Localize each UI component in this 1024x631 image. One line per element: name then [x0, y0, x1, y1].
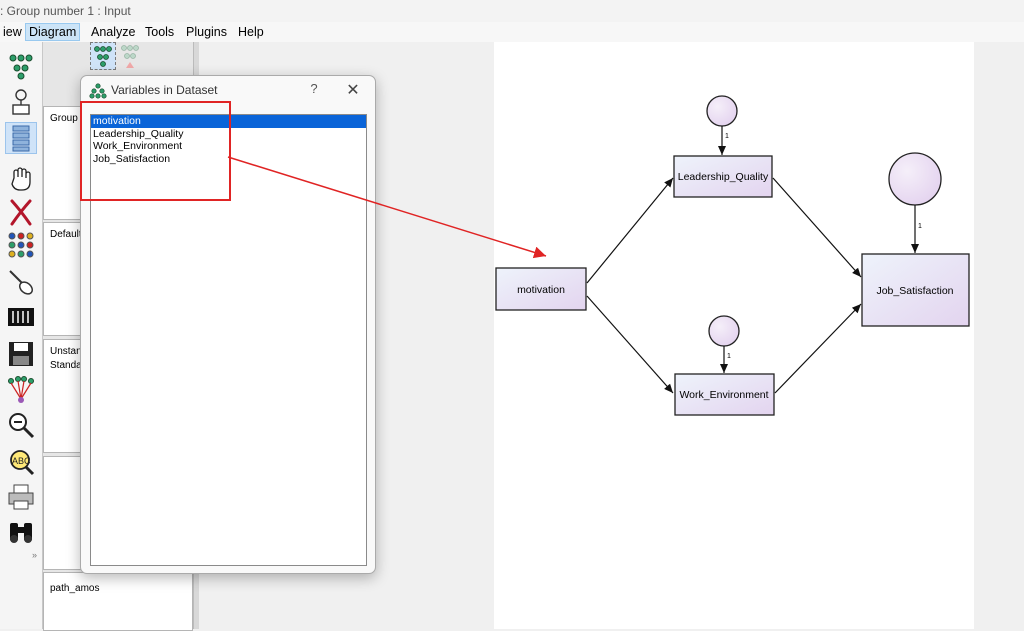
menu-view[interactable]: iew	[3, 25, 22, 39]
standardized-label: Standa	[50, 360, 82, 371]
error-work[interactable]	[708, 315, 740, 347]
binoculars-icon[interactable]	[6, 517, 36, 547]
toolbar-expand[interactable]: »	[32, 550, 38, 560]
menu-diagram[interactable]: Diagram	[25, 23, 81, 41]
path-work-job[interactable]	[774, 303, 862, 394]
list-item[interactable]: Work_Environment	[93, 140, 183, 152]
group-label: Group	[50, 113, 78, 124]
path-leadership-job[interactable]	[772, 177, 862, 278]
file-name-label: path_amos	[50, 583, 100, 594]
path-motivation-leadership[interactable]	[586, 177, 674, 284]
error-path-label-job: 1	[918, 223, 922, 230]
default-model-label: Default	[50, 229, 82, 240]
print-icon[interactable]	[6, 482, 36, 512]
highlight-box	[80, 101, 231, 201]
list-item[interactable]: motivation	[91, 115, 366, 128]
chart-icon[interactable]	[6, 302, 36, 332]
node-label-work-environment: Work_Environment	[679, 389, 768, 401]
node-leadership-quality[interactable]	[673, 155, 773, 198]
zoom-out-icon[interactable]	[6, 410, 36, 440]
secondary-icons	[86, 40, 146, 80]
save-icon[interactable]	[6, 339, 36, 369]
node-label-motivation: motivation	[517, 284, 565, 296]
latent-variable-icon[interactable]	[6, 87, 36, 117]
list-variables-disabled-icon[interactable]	[118, 42, 142, 68]
svg-text:ABC: ABC	[12, 456, 31, 466]
left-toolbar: ABC »	[0, 42, 43, 629]
menu-tools[interactable]: Tools	[145, 25, 175, 39]
help-button[interactable]: ?	[310, 81, 318, 96]
pointer-icon[interactable]	[6, 267, 36, 297]
menu-help[interactable]: Help	[238, 25, 264, 39]
error-leadership[interactable]	[706, 95, 738, 127]
path-motivation-work[interactable]	[586, 295, 674, 394]
node-job-satisfaction[interactable]	[861, 253, 970, 327]
observed-variables-icon[interactable]	[6, 50, 36, 80]
close-button[interactable]: ✕	[346, 82, 360, 99]
list-variables-secondary-icon[interactable]	[90, 42, 116, 70]
menu-plugins[interactable]: Plugins	[186, 25, 227, 39]
node-work-environment[interactable]	[674, 373, 775, 416]
unstandardized-label: Unstan	[50, 346, 82, 357]
erase-icon[interactable]	[6, 197, 36, 227]
node-label-leadership-quality: Leadership_Quality	[678, 171, 769, 183]
error-path-label-work: 1	[727, 353, 731, 360]
node-label-job-satisfaction: Job_Satisfaction	[876, 285, 953, 297]
hand-icon[interactable]	[6, 164, 36, 194]
error-path-label-leadership: 1	[725, 133, 729, 140]
list-item[interactable]: Job_Satisfaction	[93, 152, 171, 165]
menu-analyze[interactable]: Analyze	[91, 25, 136, 39]
list-item[interactable]: Leadership_Quality	[93, 127, 184, 140]
variables-icon	[89, 82, 107, 100]
spellcheck-icon[interactable]: ABC	[6, 447, 36, 477]
fan-icon[interactable]	[6, 375, 36, 405]
dialog-title: Variables in Dataset	[111, 83, 218, 97]
node-motivation[interactable]	[495, 267, 587, 311]
title-bar: : Group number 1 : Input	[0, 0, 1024, 22]
properties-icon[interactable]	[6, 230, 36, 260]
error-job[interactable]	[888, 152, 942, 206]
list-variables-icon[interactable]	[5, 122, 37, 154]
window-title: : Group number 1 : Input	[0, 4, 131, 18]
